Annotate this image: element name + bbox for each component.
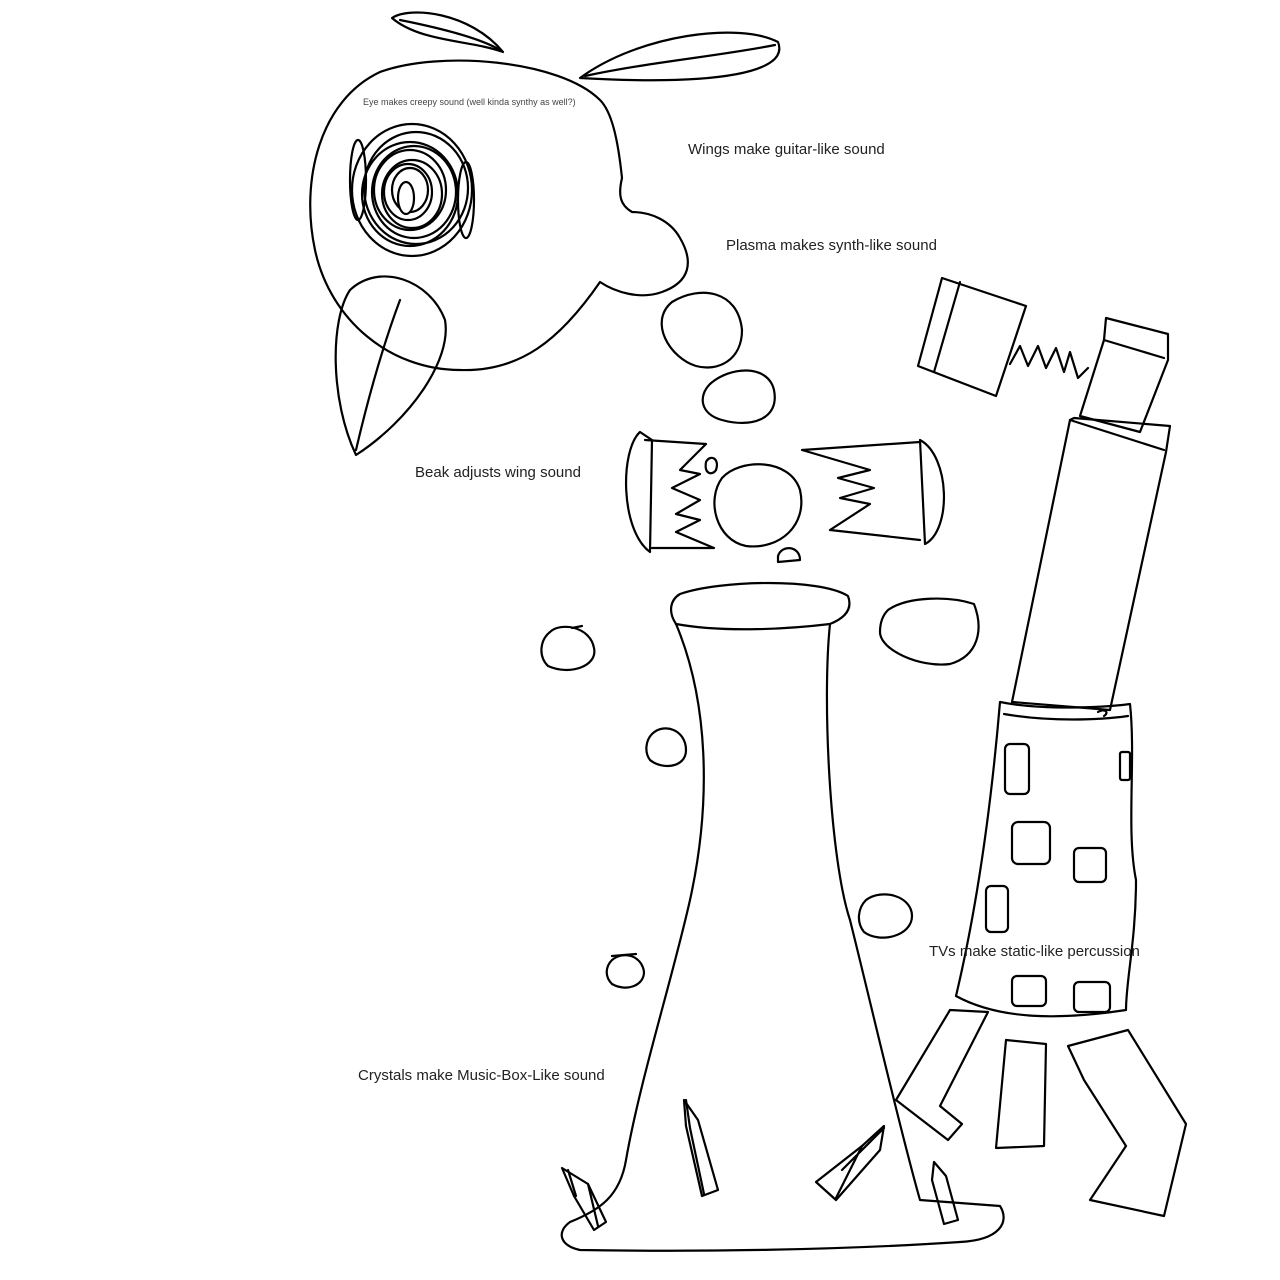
head-feather-right: [578, 31, 781, 82]
plasma-blobs: [540, 291, 980, 989]
beak-annotation: Beak adjusts wing sound: [415, 464, 581, 481]
crystals-annotation: Crystals make Music-Box-Like sound: [358, 1067, 605, 1084]
tv-tower: [954, 700, 1138, 1018]
eye-annotation: Eye makes creepy sound (well kinda synth…: [363, 97, 576, 107]
wings-annotation: Wings make guitar-like sound: [688, 141, 885, 158]
head-feather-left: [390, 11, 505, 54]
tv-screens: [984, 742, 1132, 1014]
tube-upper: [1078, 316, 1170, 434]
tvs-annotation: TVs make static-like percussion: [929, 943, 1140, 960]
crystal-tower: [560, 581, 1005, 1252]
plasma-annotation: Plasma makes synth-like sound: [726, 237, 937, 254]
tube-lower: [1010, 416, 1172, 712]
legs: [894, 1008, 1188, 1218]
mouth-left: [624, 430, 716, 554]
eye-scribble: [348, 122, 476, 258]
bird-head: [309, 59, 689, 372]
beak: [334, 275, 447, 457]
mouth-right: [800, 438, 945, 546]
tube-cap: [916, 276, 1090, 398]
crystals: [560, 1098, 960, 1232]
